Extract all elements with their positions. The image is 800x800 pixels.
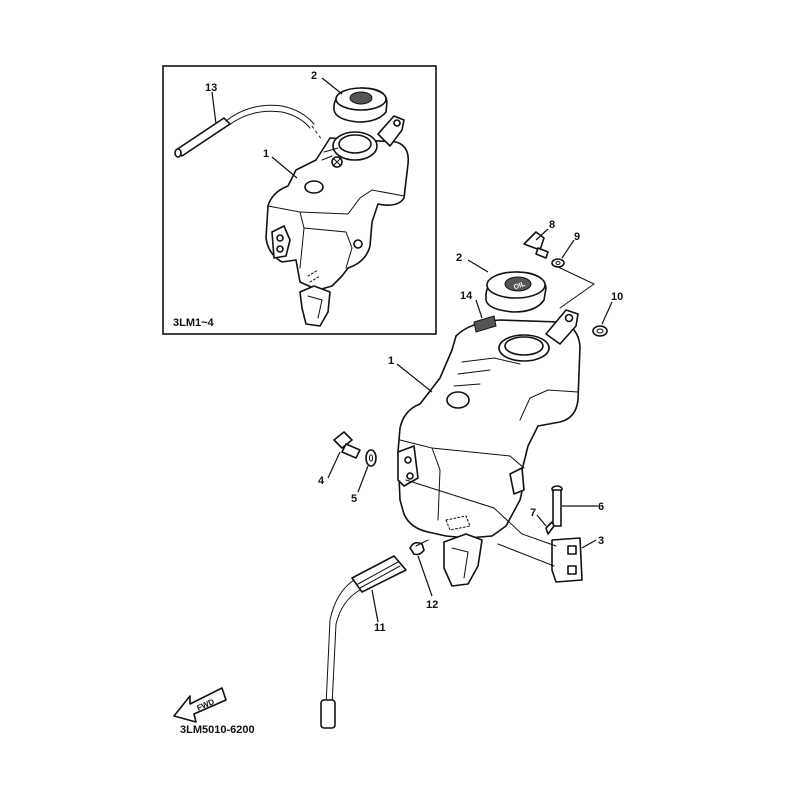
inset-model-label: 3LM1~4 xyxy=(173,317,215,329)
washer-part-9 xyxy=(551,258,565,268)
callout-3: 3 xyxy=(598,535,604,547)
pin-part-6 xyxy=(551,485,563,527)
inset-oil-tank xyxy=(265,115,410,327)
leader-lines xyxy=(327,228,613,623)
oil-hose-part-11 xyxy=(320,555,407,729)
leader-inset-1 xyxy=(271,156,298,179)
callout-inset-1: 1 xyxy=(263,148,269,160)
callout-7: 7 xyxy=(530,507,536,519)
bracket-part-3 xyxy=(551,537,583,583)
callout-4: 4 xyxy=(318,475,325,487)
callout-10: 10 xyxy=(611,291,623,303)
inset-oil-cap xyxy=(333,87,388,123)
cap-oil-text: OIL xyxy=(513,281,527,292)
ring-part-10 xyxy=(592,325,608,337)
bolt-part-4 xyxy=(333,431,361,459)
callout-6: 6 xyxy=(598,501,604,513)
wing-bolt-part xyxy=(523,231,549,259)
main-oil-cap: OIL xyxy=(485,271,547,313)
washer-part-5 xyxy=(365,449,377,467)
inset-panel: 13 2 1 3LM1~4 xyxy=(162,65,437,335)
callout-14: 14 xyxy=(460,290,473,302)
callout-12: 12 xyxy=(426,599,438,611)
cotter-pin-part-7 xyxy=(545,521,555,535)
callout-11: 11 xyxy=(374,622,386,634)
diagram-code: 3LM5010-6200 xyxy=(180,724,255,736)
callout-inset-13: 13 xyxy=(205,82,217,94)
hose-clip-part-12 xyxy=(409,541,425,556)
caution-label-part xyxy=(473,315,497,333)
callout-1: 1 xyxy=(388,355,394,367)
main-oil-tank xyxy=(397,309,581,587)
callout-inset-2: 2 xyxy=(311,70,317,82)
leader-inset-2 xyxy=(321,77,343,95)
callout-8: 8 xyxy=(549,219,555,231)
callout-9: 9 xyxy=(574,231,580,243)
callout-5: 5 xyxy=(351,493,357,505)
fwd-arrow-icon: FWD xyxy=(173,687,227,723)
inset-breather-hose xyxy=(174,104,323,158)
callout-2: 2 xyxy=(456,252,462,264)
leader-inset-13 xyxy=(211,91,217,125)
